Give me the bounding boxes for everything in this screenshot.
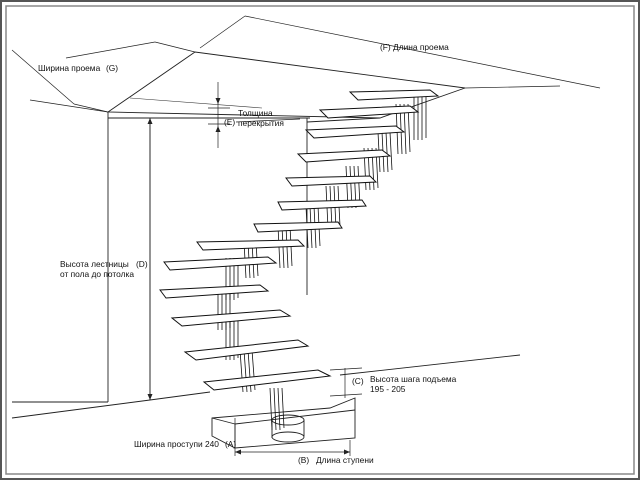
- stair-height-line1: Высота лестницы: [60, 259, 129, 269]
- slab-thickness-line1: Толщина: [238, 108, 273, 118]
- opening-width-label: Ширина проема: [38, 63, 101, 73]
- rise-line2: 195 - 205: [370, 384, 406, 394]
- span-width-label: Ширина проступи 240: [134, 439, 219, 449]
- tread: [183, 339, 310, 361]
- tread: [253, 221, 343, 233]
- tread: [196, 239, 306, 251]
- stair-height-line2: от пола до потолка: [60, 269, 134, 279]
- rise-code: (C): [352, 376, 364, 386]
- stair-height-code: (D): [136, 259, 148, 269]
- opening-width-code: (G): [106, 63, 118, 73]
- tread: [285, 175, 378, 187]
- opening-length-label: (F) Длина проема: [380, 42, 449, 52]
- tread-length-label: Длина ступени: [316, 455, 374, 465]
- tread: [159, 284, 270, 299]
- tread: [318, 105, 420, 119]
- tread: [163, 256, 278, 271]
- slab-thickness-line2: перекрытия: [238, 118, 284, 128]
- tread: [296, 149, 392, 163]
- dimension-lines: [11, 15, 601, 456]
- rise-line1: Высота шага подъема: [370, 374, 457, 384]
- slab-thickness-code: (E): [224, 117, 235, 127]
- span-width-code: (A): [225, 439, 236, 449]
- tread: [348, 89, 440, 101]
- treads: [159, 89, 440, 391]
- labels: Ширина проема (G) (F) Длина проема (E) Т…: [38, 42, 457, 465]
- inner-frame: [5, 5, 635, 475]
- tread: [277, 199, 367, 211]
- tread: [202, 369, 332, 391]
- tread: [304, 125, 406, 139]
- tread-length-code: (B): [298, 455, 309, 465]
- tread: [170, 309, 292, 327]
